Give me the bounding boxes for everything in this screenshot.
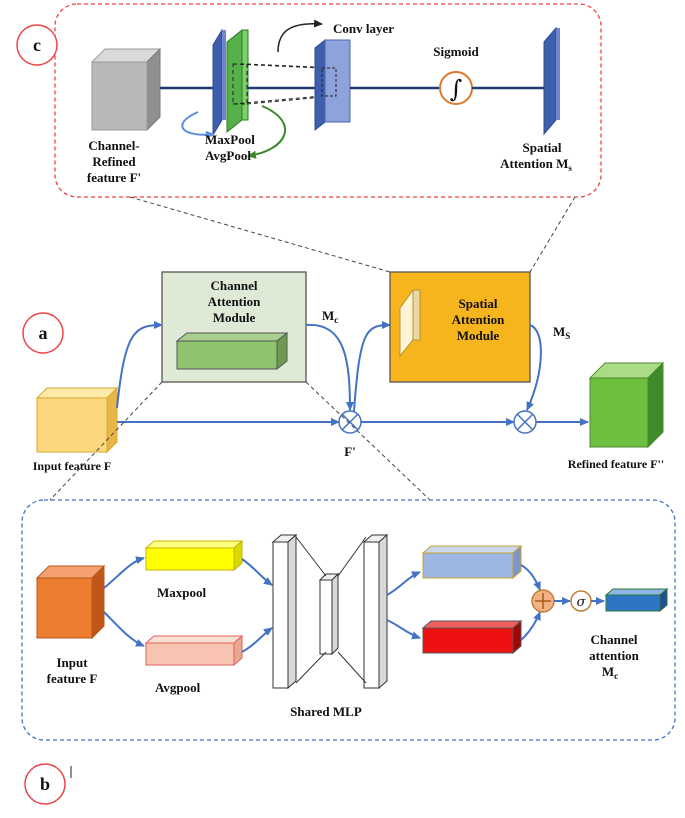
sum-node-plus [535, 593, 551, 609]
input-feature-b-label-1: Input [56, 655, 88, 670]
conv-layer-arrow [277, 19, 323, 53]
c-to-spatial-left-connector [129, 196, 391, 273]
channel-attention-label-1: Channel [591, 632, 638, 647]
panel-c-marker [16, 24, 58, 66]
spatial-module-label-1: Spatial [458, 296, 497, 311]
maxpool-curve-arrow [181, 111, 215, 139]
channel-module-label-1: Channel [211, 278, 258, 293]
spatial-to-multiply-arrow [526, 324, 542, 411]
maxpool-plane [212, 28, 226, 137]
input-to-maxpool-arrow [103, 556, 145, 589]
channel-refined-label-1: Channel- [88, 138, 139, 153]
refined-feature-cube [588, 361, 665, 449]
panel-b: Input feature F Maxpool Avgpool [21, 499, 676, 805]
panel-c-letter: c [33, 35, 41, 55]
input-feature-b-label-2: feature F [47, 671, 98, 686]
avgpool-label-c: AvgPool [205, 148, 251, 163]
channel-refined-feature-cube [90, 47, 162, 132]
sigmoid-label: Sigmoid [433, 44, 479, 59]
channel-to-multiply-arrow [305, 323, 354, 411]
panel-b-marker [24, 763, 66, 805]
shared-mlp-label: Shared MLP [290, 704, 362, 719]
input-feature-cube [35, 386, 119, 454]
panel-c-border [54, 3, 602, 198]
spatial-module-label-3: Module [457, 328, 500, 343]
fprime-label: F' [344, 444, 356, 459]
input-to-avgpool-arrow [103, 611, 145, 647]
spatial-module-plane [399, 288, 421, 358]
input-feature-label: Input feature F [33, 459, 111, 473]
channel-attention-output-bar [604, 587, 669, 613]
avgpool-curve-arrow [247, 105, 286, 159]
channel-to-b-right-connector [305, 381, 431, 501]
channel-to-b-left-connector [49, 381, 163, 501]
maxpool-label-c: MaxPool [205, 132, 255, 147]
sigma-symbol: σ [577, 595, 587, 610]
spatial-attention-label-2: Attention Ms [500, 156, 572, 173]
channel-refined-label-3: feature F' [87, 170, 141, 185]
panel-a-letter: a [39, 323, 48, 343]
input-feature-cube-b [35, 564, 106, 640]
avgpool-plane [226, 28, 249, 134]
mlp-to-red-arrow [386, 619, 421, 640]
spatial-attention-plane [543, 26, 560, 136]
red-to-sum-arrow [520, 611, 541, 641]
multiply-node-1-x [341, 413, 359, 431]
panel-a-marker [22, 312, 64, 354]
multiply-node-2-x [516, 413, 534, 431]
panel-a: a Channel Attention Module Spatial Atten… [22, 271, 665, 473]
conv-output-plane [314, 38, 351, 132]
channel-attention-label-3: Mc [602, 664, 618, 681]
sigmoid-symbol: ∫ [450, 75, 463, 103]
maxpool-mlp-output-bar [421, 544, 523, 580]
c-to-spatial-right-connector [529, 196, 576, 273]
blue-to-sum-arrow [520, 564, 541, 591]
channel-refined-label-2: Refined [92, 154, 136, 169]
panel-b-letter: b [40, 774, 50, 794]
maxpool-to-mlp-arrow [241, 558, 273, 586]
avgpool-bar [144, 634, 244, 667]
avgpool-label-b: Avgpool [155, 680, 201, 695]
spatial-attention-label-1: Spatial [522, 140, 561, 155]
shared-mlp [271, 533, 389, 690]
channel-attention-label-2: attention [589, 648, 640, 663]
input-to-channel-arrow [116, 321, 163, 409]
avgpool-mlp-output-bar [421, 619, 523, 655]
mc-label: Mc [322, 308, 338, 325]
avgpool-to-mlp-arrow [241, 627, 273, 653]
channel-module-label-3: Module [213, 310, 256, 325]
channel-module-label-2: Attention [208, 294, 261, 309]
conv-layer-label: Conv layer [333, 21, 394, 36]
maxpool-label-b: Maxpool [157, 585, 207, 600]
fprime-to-spatial-arrow [353, 321, 391, 412]
panel-c: c C [16, 3, 602, 198]
mlp-to-blue-arrow [386, 571, 421, 596]
ms-label: MS [553, 324, 570, 341]
maxpool-bar [144, 539, 244, 572]
panel-b-border [21, 499, 676, 741]
spatial-module-label-2: Attention [452, 312, 505, 327]
channel-module-bar [175, 331, 289, 371]
refined-feature-label: Refined feature F'' [568, 457, 664, 471]
